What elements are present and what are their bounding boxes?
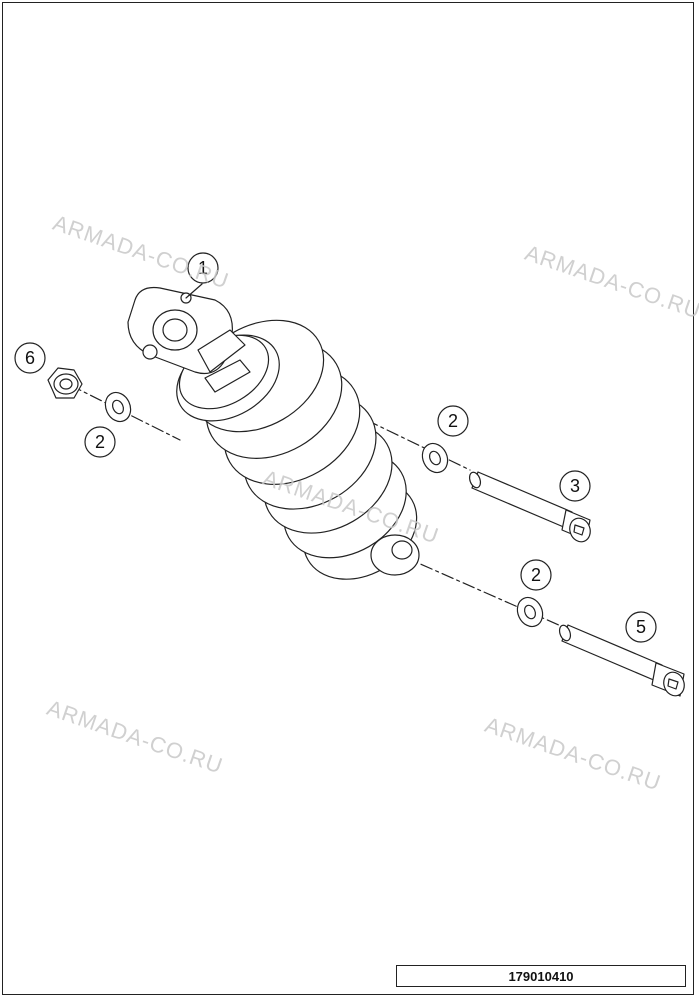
shock-lower-eye xyxy=(370,534,420,576)
washer-lower-right xyxy=(516,596,544,628)
callout-label-1: 1 xyxy=(198,258,208,278)
callout-1: 1 xyxy=(187,252,219,284)
reference-number: 179010410 xyxy=(508,968,574,984)
callout-label-2-lower-right: 2 xyxy=(531,565,541,585)
washer-left xyxy=(104,391,132,423)
callout-2-left: 2 xyxy=(84,426,116,458)
callout-label-2-left: 2 xyxy=(95,432,105,452)
callout-label-5: 5 xyxy=(636,617,646,637)
callout-5: 5 xyxy=(625,611,657,643)
nut-part-6 xyxy=(47,367,83,399)
bolt-part-3 xyxy=(468,471,591,543)
callout-label-6: 6 xyxy=(25,348,35,368)
callout-label-3: 3 xyxy=(570,476,580,496)
reference-number-box: 179010410 xyxy=(396,965,686,987)
shock-top-mount xyxy=(127,286,251,393)
callout-label-2-upper-right: 2 xyxy=(448,411,458,431)
leader-line-1 xyxy=(185,283,203,299)
callout-2-upper-right: 2 xyxy=(437,405,469,437)
bolt-part-5 xyxy=(558,624,685,697)
callout-2-lower-right: 2 xyxy=(520,559,552,591)
callout-3: 3 xyxy=(559,470,591,502)
callout-6: 6 xyxy=(14,342,46,374)
washer-upper-right xyxy=(421,442,449,474)
